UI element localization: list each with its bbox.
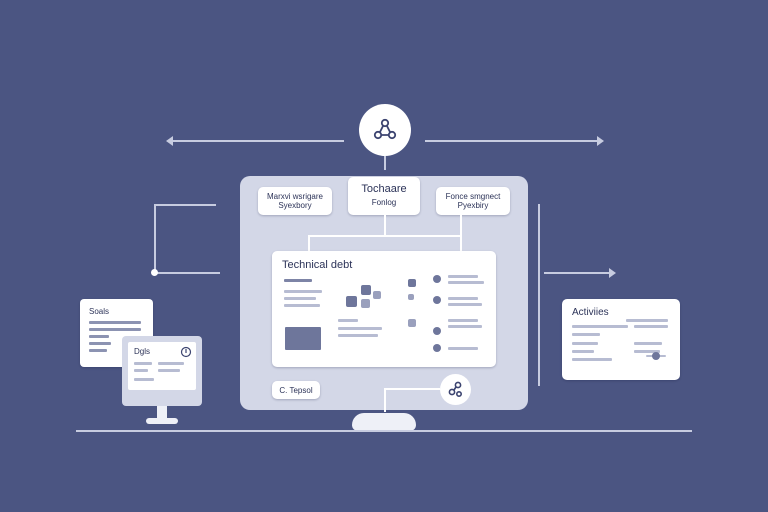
connector-center-down bbox=[384, 215, 386, 235]
activities-title: Activiies bbox=[572, 307, 609, 318]
activity-line bbox=[634, 342, 662, 345]
list-marker-circle bbox=[433, 327, 441, 335]
panel-bar bbox=[284, 304, 320, 307]
list-marker-circle bbox=[433, 296, 441, 304]
bottom-link-node[interactable] bbox=[440, 374, 471, 405]
panel-bar bbox=[448, 297, 478, 300]
doc-line bbox=[89, 349, 107, 352]
panel-bar bbox=[448, 347, 478, 350]
small-monitor-neck bbox=[157, 406, 167, 420]
panel-bar bbox=[448, 319, 478, 322]
doc-line bbox=[89, 342, 111, 345]
right-bracket-vertical bbox=[538, 204, 540, 386]
list-marker-circle bbox=[433, 275, 441, 283]
panel-bar bbox=[284, 279, 312, 282]
label-card-right-line2: Pyexbiry bbox=[457, 201, 489, 210]
panel-bar bbox=[448, 281, 484, 284]
arrow-left-icon bbox=[166, 136, 173, 146]
technical-debt-panel[interactable]: Technical debt bbox=[272, 251, 496, 367]
small-screen-line bbox=[134, 378, 154, 381]
list-marker-square bbox=[408, 279, 416, 287]
grid-square bbox=[361, 285, 371, 295]
network-nodes-icon bbox=[373, 118, 397, 140]
panel-bar bbox=[448, 303, 482, 306]
activity-line bbox=[572, 342, 598, 345]
label-card-left-line2: Syexbory bbox=[278, 201, 312, 210]
left-bracket-top bbox=[154, 204, 216, 206]
connector-horizontal bbox=[308, 235, 460, 237]
connector-right-down bbox=[460, 215, 462, 251]
top-left-connector bbox=[172, 140, 344, 142]
top-hub-node[interactable] bbox=[359, 104, 411, 156]
activities-panel[interactable]: Activiies bbox=[562, 299, 680, 380]
right-connector bbox=[544, 272, 610, 274]
main-monitor-stand bbox=[352, 413, 416, 431]
bottom-node-connector-h bbox=[384, 388, 440, 390]
activity-line bbox=[572, 333, 600, 336]
label-card-left-line1: Marxvi wsrigare bbox=[266, 192, 323, 201]
grid-square bbox=[373, 291, 381, 299]
small-monitor-base bbox=[146, 418, 178, 424]
left-connector-dot bbox=[151, 269, 158, 276]
circle-logo-icon bbox=[180, 346, 192, 358]
bottom-node-connector-v bbox=[384, 388, 386, 412]
left-connector bbox=[154, 272, 220, 274]
doc-line bbox=[89, 321, 141, 324]
panel-bar bbox=[284, 297, 316, 300]
grid-square bbox=[346, 296, 357, 307]
arrow-right-icon bbox=[597, 136, 604, 146]
left-bracket-vertical bbox=[154, 204, 156, 272]
label-card-center[interactable]: Tochaare Fonlog bbox=[348, 177, 420, 215]
doc-line bbox=[89, 335, 109, 338]
hub-down-connector bbox=[384, 156, 386, 170]
grid-square bbox=[361, 299, 370, 308]
small-screen-line bbox=[134, 369, 148, 372]
small-screen-line bbox=[158, 369, 180, 372]
activity-line bbox=[634, 325, 668, 328]
thumbnail-block bbox=[285, 327, 321, 350]
small-screen-line bbox=[158, 362, 184, 365]
panel-bar bbox=[338, 319, 358, 322]
technical-debt-title: Technical debt bbox=[282, 259, 353, 271]
list-marker-square bbox=[408, 319, 416, 327]
activity-line bbox=[634, 350, 660, 353]
label-card-left[interactable]: Marxvi wsrigare Syexbory bbox=[258, 187, 332, 215]
panel-bar bbox=[338, 334, 378, 337]
label-card-right[interactable]: Fonce smgnect Pyexbiry bbox=[436, 187, 510, 215]
ground-line bbox=[76, 430, 692, 432]
label-card-right-line1: Fonce smgnect bbox=[445, 192, 501, 201]
panel-bar bbox=[448, 325, 482, 328]
list-marker-square bbox=[408, 294, 414, 300]
label-card-center-line2: Fonlog bbox=[371, 198, 397, 207]
bottom-chip[interactable]: C. Tepsol bbox=[272, 381, 320, 399]
activity-slider-knob[interactable] bbox=[652, 352, 660, 360]
small-screen-line bbox=[134, 362, 152, 365]
panel-bar bbox=[284, 290, 322, 293]
list-marker-circle bbox=[433, 344, 441, 352]
activity-line bbox=[572, 325, 628, 328]
panel-bar bbox=[448, 275, 478, 278]
top-right-connector bbox=[425, 140, 597, 142]
bottom-chip-label: C. Tepsol bbox=[279, 386, 313, 395]
small-monitor-screen: Dgls bbox=[128, 342, 196, 390]
activity-line bbox=[626, 319, 668, 322]
arrow-right-icon bbox=[609, 268, 616, 278]
small-monitor-title: Dgls bbox=[134, 347, 151, 356]
link-nodes-icon bbox=[448, 381, 463, 398]
activity-line bbox=[572, 350, 594, 353]
left-document-title: Soals bbox=[89, 307, 110, 316]
label-card-center-line1: Tochaare bbox=[361, 183, 407, 195]
activity-line bbox=[572, 358, 612, 361]
connector-left-down bbox=[308, 235, 310, 251]
doc-line bbox=[89, 328, 141, 331]
panel-bar bbox=[338, 327, 382, 330]
